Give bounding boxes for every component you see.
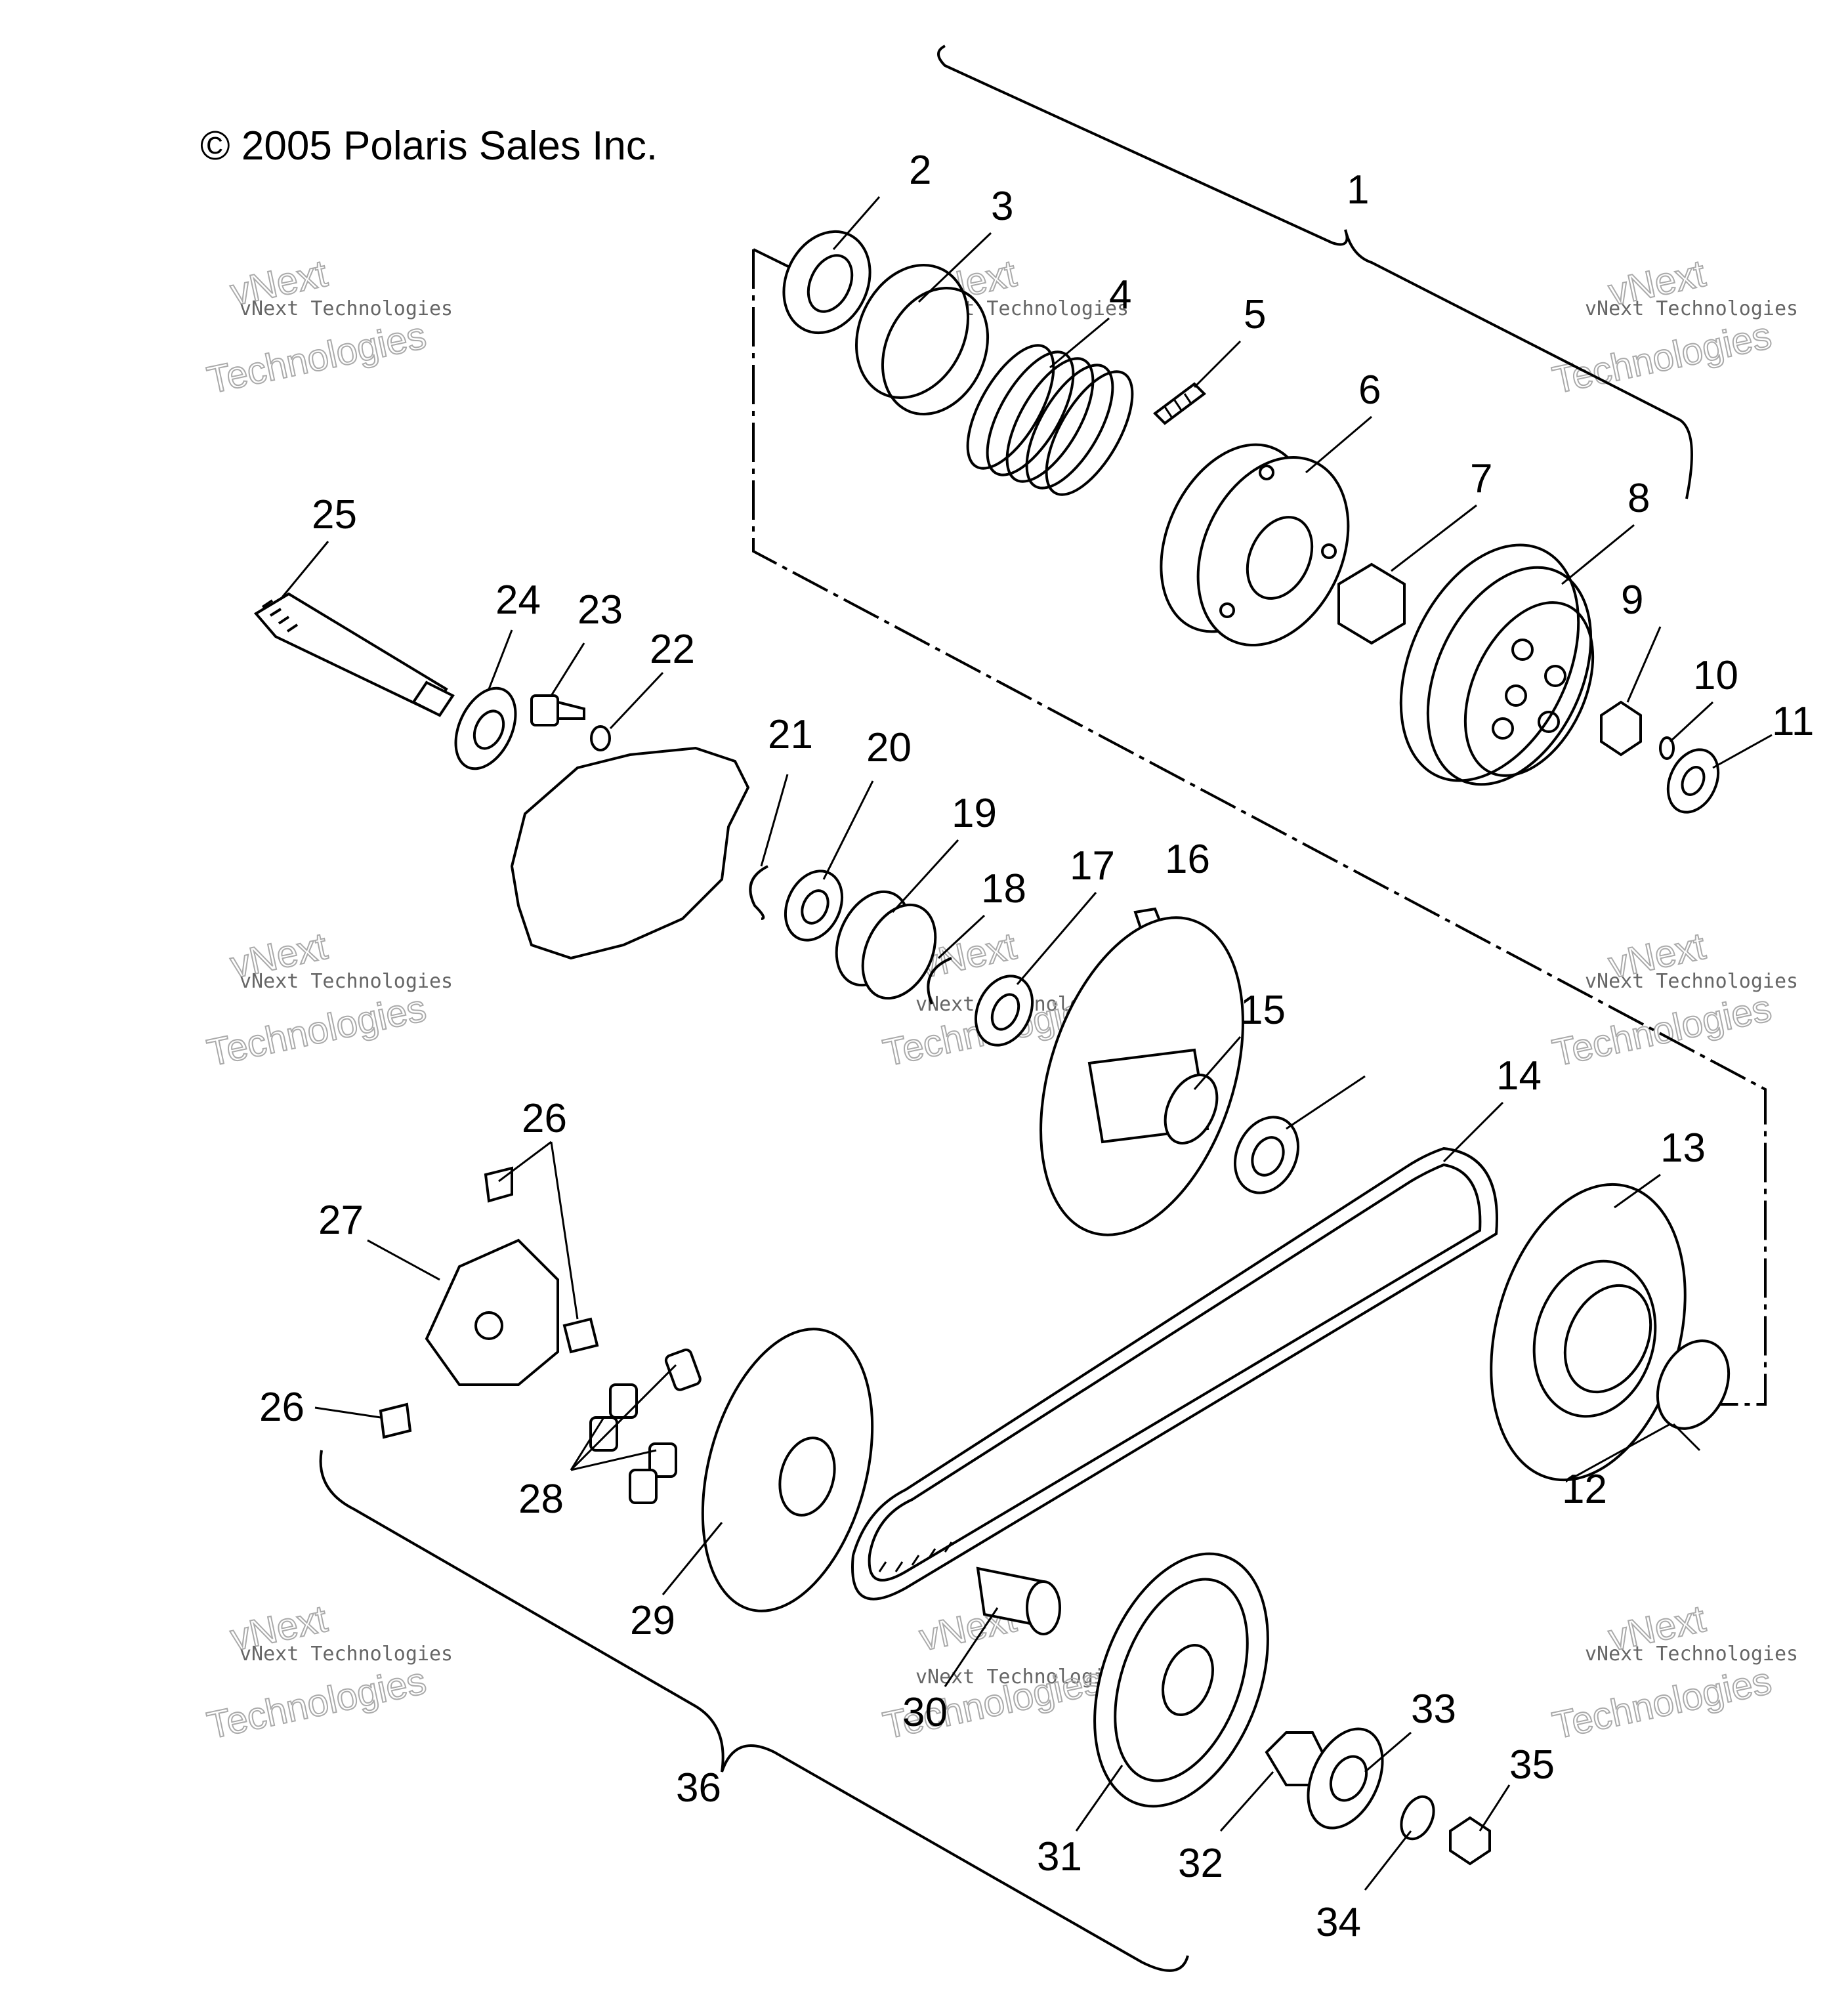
part-21-snap-ring xyxy=(749,865,768,920)
label-part-25: 25 xyxy=(312,492,357,537)
label-part-17: 17 xyxy=(1070,843,1115,889)
part-31-fan-drive-face xyxy=(1093,1552,1269,1808)
part-25-drive-shaft xyxy=(253,592,455,717)
watermark-text: vNext Technologies xyxy=(240,1643,453,1666)
watermark-text: vNext Technologies xyxy=(1585,297,1798,320)
watermark-brand-sub: Technologies xyxy=(1549,314,1775,402)
part-8-clutch-housing xyxy=(1399,543,1595,786)
watermark-text: vNext Technologies xyxy=(240,297,453,320)
label-part-5: 5 xyxy=(1244,292,1266,337)
part-23-bolt xyxy=(530,694,585,726)
label-part-7: 7 xyxy=(1470,456,1492,501)
part-2-oil-seal-top xyxy=(782,230,872,335)
label-part-11: 11 xyxy=(1772,699,1814,744)
part-30-bushing xyxy=(976,1566,1061,1635)
part-11-bearing xyxy=(1666,748,1720,814)
label-part-31: 31 xyxy=(1037,1834,1082,1880)
part-24-bearing xyxy=(454,686,517,770)
part-22-clip xyxy=(590,725,611,751)
part-33-plate xyxy=(1307,1727,1384,1830)
label-part-4: 4 xyxy=(1109,272,1131,318)
label-part-9: 9 xyxy=(1621,578,1643,623)
label-part-19: 19 xyxy=(952,791,997,836)
watermark-brand-sub: Technologies xyxy=(203,314,430,402)
assembly-1-boundary xyxy=(752,248,1767,1406)
watermark-text: vNext Technologies xyxy=(1585,1643,1798,1666)
label-part-22: 22 xyxy=(650,627,695,672)
watermark-brand-sub: Technologies xyxy=(203,1659,430,1747)
label-part-24: 24 xyxy=(495,578,541,623)
label-part-33: 33 xyxy=(1411,1687,1456,1732)
watermark-text: vNext Technologies xyxy=(1585,970,1798,993)
watermark-top-right: vNext vNext Technologies Technologies xyxy=(1548,251,1798,402)
label-part-34: 34 xyxy=(1316,1900,1361,1945)
part-28-rollers xyxy=(589,1348,702,1504)
label-part-32: 32 xyxy=(1178,1841,1223,1886)
label-part-23: 23 xyxy=(578,587,623,633)
part-29-variator xyxy=(701,1328,874,1612)
label-part-15: 15 xyxy=(1240,988,1286,1033)
part-6-clutch-shoe xyxy=(1160,443,1350,647)
part-15-driven-face xyxy=(1040,916,1244,1236)
part-14-drive-belt xyxy=(851,1146,1498,1601)
part-labels: 1 2 3 4 5 6 7 8 9 10 11 12 13 14 15 16 1… xyxy=(259,148,1814,1945)
part-9-nut xyxy=(1600,700,1642,757)
part-26-slider-top xyxy=(484,1166,513,1203)
part-26-slider-right xyxy=(562,1317,599,1354)
label-part-26-bottom: 26 xyxy=(259,1385,304,1430)
watermark-brand-sub: Technologies xyxy=(1549,986,1775,1074)
label-part-2-top: 2 xyxy=(909,148,931,193)
crankcase-cover-outline xyxy=(510,746,750,960)
label-part-16: 16 xyxy=(1165,837,1210,882)
part-3-collar xyxy=(854,264,990,416)
watermark-text: vNext Technologies xyxy=(240,970,453,993)
label-part-8: 8 xyxy=(1628,476,1650,521)
watermark-mid-right: vNext vNext Technologies Technologies xyxy=(1548,924,1798,1075)
label-part-26-top: 26 xyxy=(522,1096,567,1141)
label-part-35: 35 xyxy=(1509,1742,1555,1788)
label-part-29: 29 xyxy=(630,1598,675,1643)
part-17-bearing xyxy=(974,975,1034,1047)
watermark-bottom-right: vNext vNext Technologies Technologies xyxy=(1548,1597,1798,1748)
part-20-seal xyxy=(784,870,844,942)
watermark-top-left: vNext vNext Technologies Technologies xyxy=(203,251,453,402)
label-part-10: 10 xyxy=(1693,653,1738,698)
part-4-spring xyxy=(966,344,1134,496)
label-part-18: 18 xyxy=(981,866,1026,912)
label-part-21: 21 xyxy=(768,712,813,757)
label-part-28: 28 xyxy=(518,1477,564,1522)
label-part-3: 3 xyxy=(991,184,1013,229)
part-19-needle-bearing xyxy=(835,890,937,1000)
part-12-collar xyxy=(1656,1339,1731,1430)
brace-assembly-36 xyxy=(319,1450,1189,1972)
label-part-36: 36 xyxy=(676,1765,721,1811)
part-13-driven-pulley xyxy=(1490,1183,1687,1482)
part-5-pin xyxy=(1152,382,1207,425)
label-part-20: 20 xyxy=(866,725,912,770)
label-part-13: 13 xyxy=(1660,1125,1706,1171)
label-part-12: 12 xyxy=(1562,1467,1607,1512)
label-part-1: 1 xyxy=(1347,167,1369,213)
brace-assembly-1 xyxy=(937,45,1693,499)
part-18-clip xyxy=(927,957,952,1005)
label-part-6: 6 xyxy=(1358,368,1381,413)
part-10-washer xyxy=(1659,736,1675,760)
part-34-washer xyxy=(1400,1795,1435,1841)
part-2-oil-seal-bottom xyxy=(1233,1116,1300,1194)
watermark-brand-sub: Technologies xyxy=(1549,1659,1775,1747)
part-26-slider-bottom xyxy=(379,1402,412,1439)
watermark-mid-left: vNext vNext Technologies Technologies xyxy=(203,924,453,1075)
label-part-27: 27 xyxy=(318,1198,364,1243)
part-7-nut xyxy=(1337,562,1406,645)
label-part-14: 14 xyxy=(1496,1053,1542,1099)
copyright-text: © 2005 Polaris Sales Inc. xyxy=(200,123,658,169)
watermark-brand-sub: Technologies xyxy=(203,986,430,1074)
watermark-bottom-left: vNext vNext Technologies Technologies xyxy=(203,1597,453,1748)
leader-lines xyxy=(281,196,1773,1891)
label-part-30: 30 xyxy=(902,1690,948,1735)
part-27-ramp-plate xyxy=(425,1238,559,1386)
